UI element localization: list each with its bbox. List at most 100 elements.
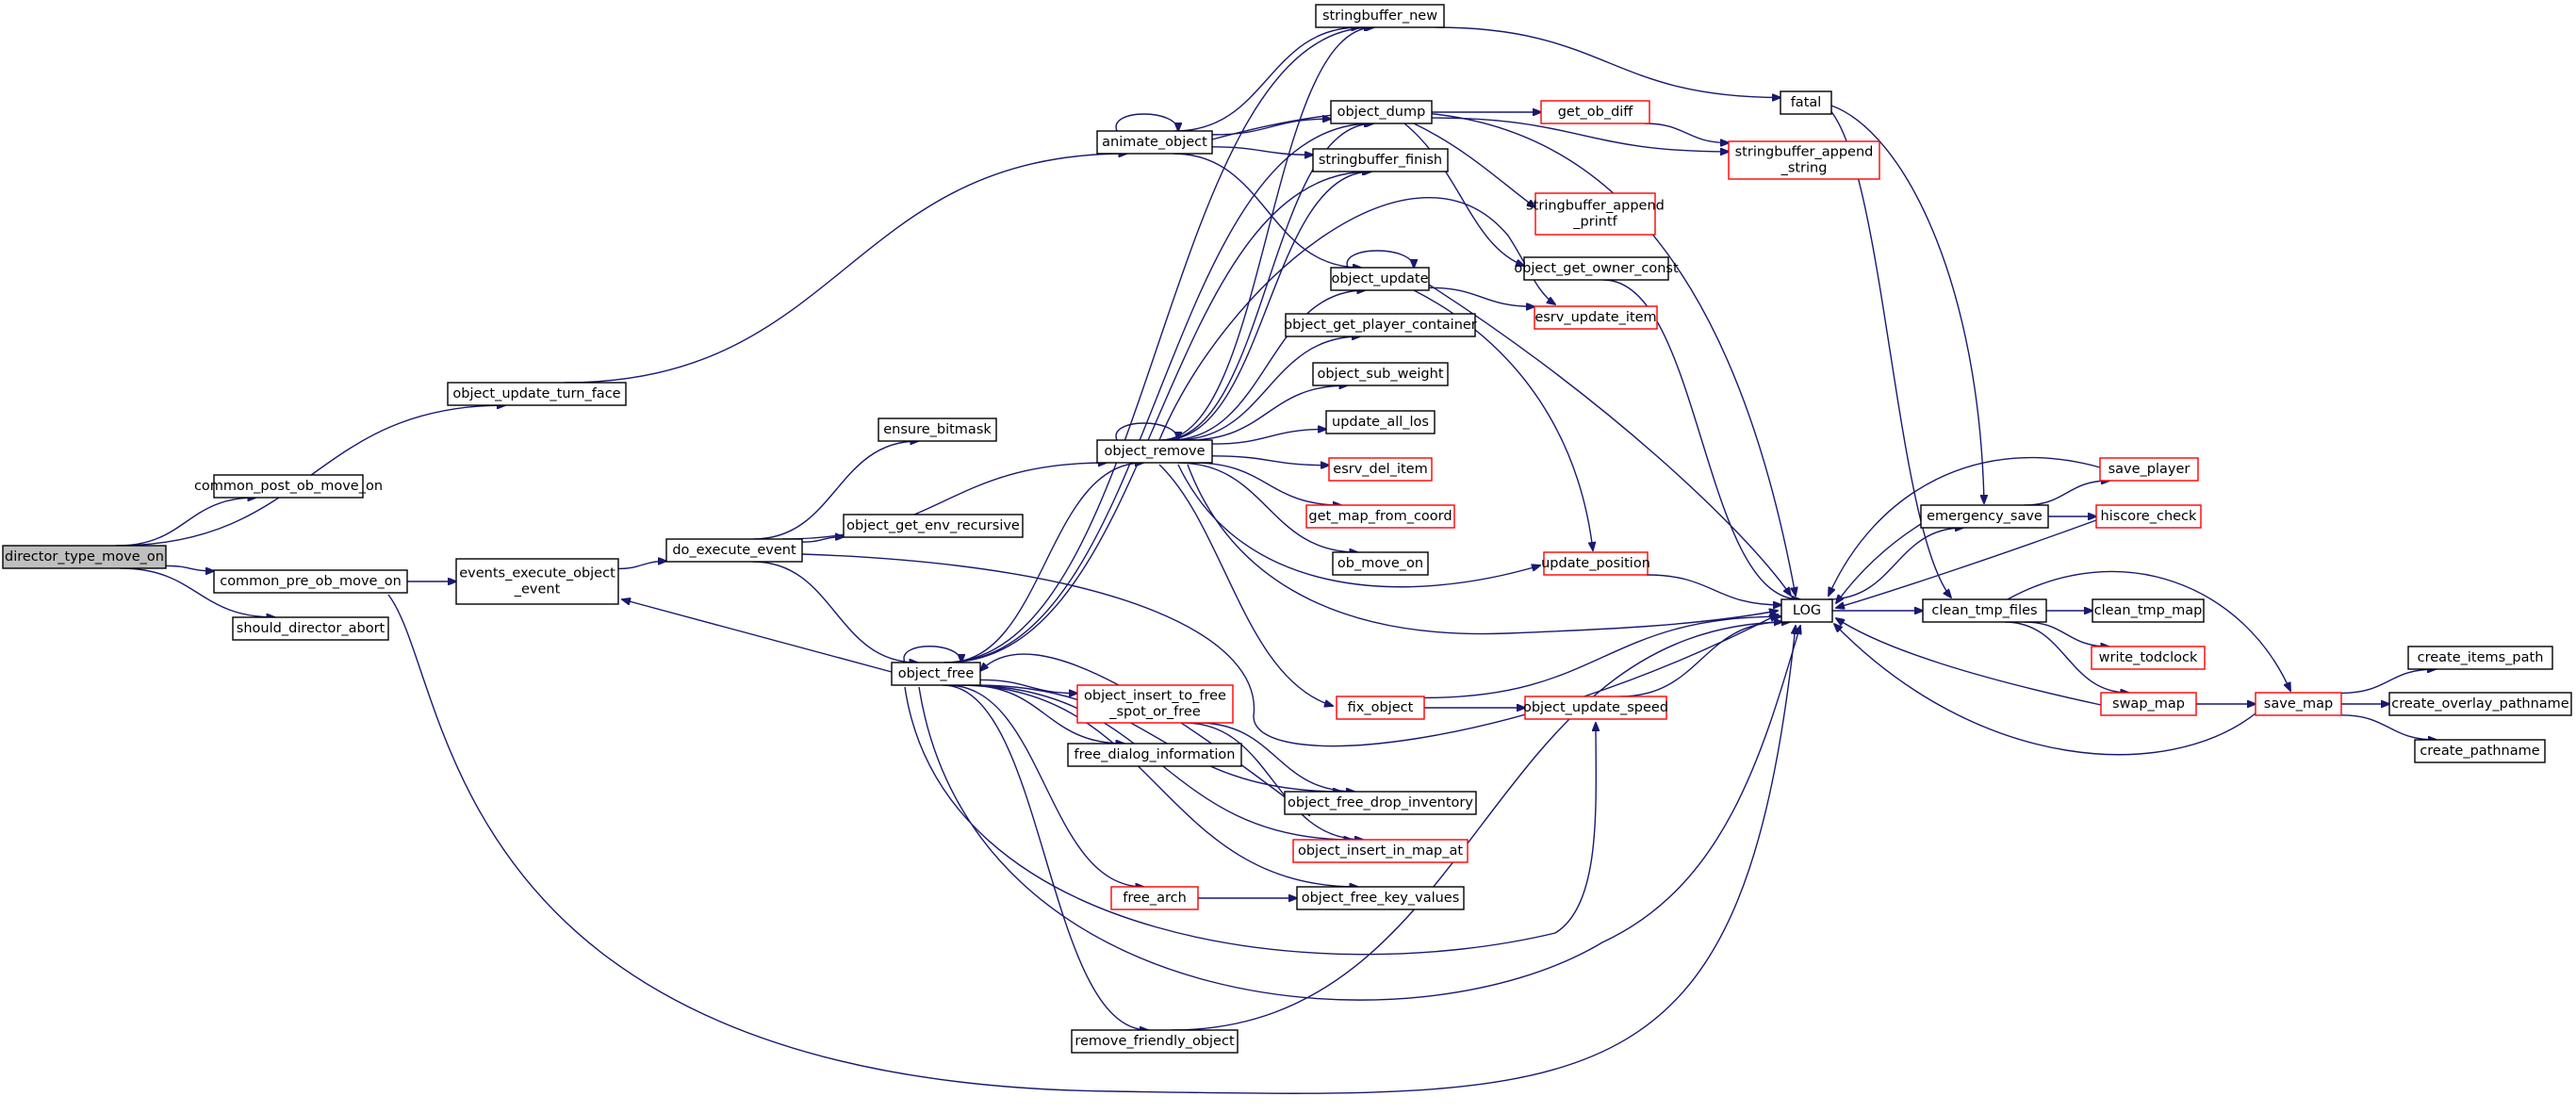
node-remove-friendly-object[interactable]: remove_friendly_object: [1071, 1029, 1239, 1054]
node-object-sub-weight[interactable]: object_sub_weight: [1312, 362, 1449, 386]
node-free-arch[interactable]: free_arch: [1110, 886, 1199, 910]
node-stringbuffer-finish[interactable]: stringbuffer_finish: [1312, 148, 1449, 172]
node-get-ob-diff[interactable]: get_ob_diff: [1540, 100, 1650, 124]
node-box[interactable]: [1330, 267, 1430, 291]
node-ob-move-on[interactable]: ob_move_on: [1332, 551, 1429, 576]
node-get-map-from-coord[interactable]: get_map_from_coord: [1305, 504, 1455, 529]
node-box[interactable]: [213, 569, 408, 594]
node-object-insert-to-free-spot-or-free[interactable]: object_insert_to_free_spot_or_free: [1076, 684, 1234, 724]
node-box[interactable]: [2091, 646, 2206, 670]
node-box[interactable]: [1292, 839, 1468, 863]
node-box[interactable]: [455, 558, 619, 605]
node-box[interactable]: [1543, 551, 1649, 576]
node-box[interactable]: [1110, 886, 1199, 910]
node-object-free[interactable]: object_free: [891, 662, 981, 686]
node-object-free-key-values[interactable]: object_free_key_values: [1296, 886, 1465, 910]
node-box[interactable]: [1328, 457, 1433, 482]
node-update-all-los[interactable]: update_all_los: [1325, 410, 1436, 434]
node-events-execute-object-event[interactable]: events_execute_object_event: [455, 558, 619, 605]
node-object-get-env-recursive[interactable]: object_get_env_recursive: [843, 514, 1024, 538]
node-free-dialog-information[interactable]: free_dialog_information: [1067, 743, 1242, 767]
node-animate-object[interactable]: animate_object: [1096, 130, 1213, 155]
node-update-position[interactable]: update_position: [1541, 551, 1650, 576]
node-create-pathname[interactable]: create_pathname: [2414, 739, 2546, 763]
node-box[interactable]: [1920, 504, 2049, 529]
node-create-overlay-pathname[interactable]: create_overlay_pathname: [2388, 692, 2572, 716]
node-box[interactable]: [2407, 646, 2553, 670]
node-box[interactable]: [2, 545, 167, 569]
node-box[interactable]: [1780, 90, 1832, 115]
node-object-update[interactable]: object_update: [1330, 267, 1430, 291]
node-stringbuffer-append-string[interactable]: stringbuffer_append_string: [1728, 140, 1880, 180]
node-box[interactable]: [1312, 148, 1449, 172]
node-box[interactable]: [2100, 692, 2197, 716]
node-box[interactable]: [2255, 692, 2342, 716]
node-box[interactable]: [2095, 504, 2202, 529]
node-object-get-owner-const[interactable]: object_get_owner_const: [1514, 256, 1679, 281]
node-swap-map[interactable]: swap_map: [2100, 692, 2197, 716]
node-box[interactable]: [878, 417, 997, 442]
node-box[interactable]: [1728, 140, 1880, 180]
node-box[interactable]: [1534, 305, 1658, 330]
node-do-execute-event[interactable]: do_execute_event: [665, 538, 803, 563]
node-box[interactable]: [1071, 1029, 1239, 1054]
node-should-director-abort[interactable]: should_director_abort: [232, 616, 389, 641]
node-box[interactable]: [2099, 457, 2199, 482]
node-box[interactable]: [1067, 743, 1242, 767]
node-box[interactable]: [1305, 504, 1455, 529]
node-object-update-turn-face[interactable]: object_update_turn_face: [447, 382, 627, 406]
node-box[interactable]: [843, 514, 1024, 538]
node-esrv-del-item[interactable]: esrv_del_item: [1328, 457, 1433, 482]
node-box[interactable]: [665, 538, 803, 563]
node-object-get-player-container[interactable]: object_get_player_container: [1284, 313, 1477, 337]
node-emergency-save[interactable]: emergency_save: [1920, 504, 2049, 529]
node-fatal[interactable]: fatal: [1780, 90, 1832, 115]
node-box[interactable]: [1325, 410, 1436, 434]
node-save-player[interactable]: save_player: [2099, 457, 2199, 482]
node-clean-tmp-map[interactable]: clean_tmp_map: [2092, 598, 2205, 623]
node-write-todclock[interactable]: write_todclock: [2091, 646, 2206, 670]
node-fix-object[interactable]: fix_object: [1336, 696, 1425, 720]
node-box[interactable]: [1096, 439, 1213, 464]
node-LOG[interactable]: LOG: [1780, 598, 1833, 623]
node-box[interactable]: [1524, 696, 1667, 720]
node-box[interactable]: [1330, 100, 1433, 124]
node-box[interactable]: [1523, 256, 1669, 281]
node-object-free-drop-inventory[interactable]: object_free_drop_inventory: [1284, 791, 1477, 815]
node-clean-tmp-files[interactable]: clean_tmp_files: [1922, 598, 2047, 623]
node-common-post-ob-move-on[interactable]: common_post_ob_move_on: [194, 474, 383, 499]
node-box[interactable]: [2414, 739, 2546, 763]
node-box[interactable]: [2388, 692, 2572, 716]
node-esrv-update-item[interactable]: esrv_update_item: [1534, 305, 1658, 330]
node-object-dump[interactable]: object_dump: [1330, 100, 1433, 124]
node-object-remove[interactable]: object_remove: [1096, 439, 1213, 464]
node-box[interactable]: [1096, 130, 1213, 155]
node-box[interactable]: [891, 662, 981, 686]
node-box[interactable]: [1076, 684, 1234, 724]
node-box[interactable]: [232, 616, 389, 641]
node-box[interactable]: [1284, 791, 1477, 815]
node-director-type-move-on[interactable]: director_type_move_on: [2, 545, 167, 569]
node-box[interactable]: [1285, 313, 1476, 337]
node-box[interactable]: [1534, 192, 1656, 236]
node-box[interactable]: [1922, 598, 2047, 623]
node-stringbuffer-append-printf[interactable]: stringbuffer_append_printf: [1526, 192, 1665, 236]
node-hiscore-check[interactable]: hiscore_check: [2095, 504, 2202, 529]
node-create-items-path[interactable]: create_items_path: [2407, 646, 2553, 670]
node-object-insert-in-map-at[interactable]: object_insert_in_map_at: [1292, 839, 1468, 863]
node-common-pre-ob-move-on[interactable]: common_pre_ob_move_on: [213, 569, 408, 594]
node-box[interactable]: [1312, 362, 1449, 386]
node-save-map[interactable]: save_map: [2255, 692, 2342, 716]
node-box[interactable]: [1315, 4, 1445, 28]
node-stringbuffer-new[interactable]: stringbuffer_new: [1315, 4, 1445, 28]
node-box[interactable]: [2092, 598, 2205, 623]
node-box[interactable]: [1332, 551, 1429, 576]
node-ensure-bitmask[interactable]: ensure_bitmask: [878, 417, 997, 442]
node-box[interactable]: [1296, 886, 1465, 910]
node-object-update-speed[interactable]: object_update_speed: [1523, 696, 1668, 720]
node-box[interactable]: [1780, 598, 1833, 623]
node-box[interactable]: [1540, 100, 1650, 124]
node-box[interactable]: [447, 382, 627, 406]
node-box[interactable]: [1336, 696, 1425, 720]
node-box[interactable]: [213, 474, 364, 499]
